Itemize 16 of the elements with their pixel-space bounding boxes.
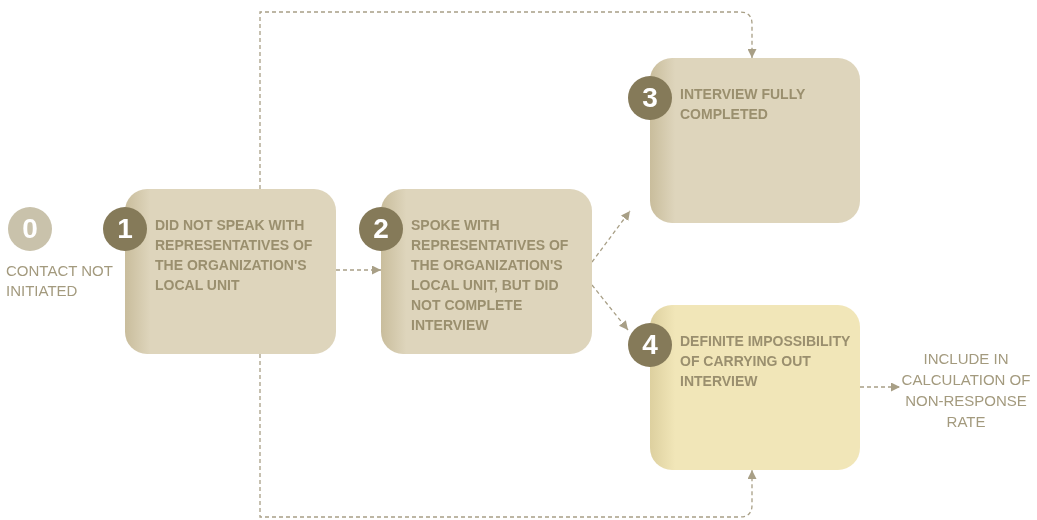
number-badge: 1 bbox=[103, 207, 147, 251]
dashed-arrow bbox=[259, 11, 757, 190]
number-badge: 3 bbox=[628, 76, 672, 120]
step-text: SPOKE WITH REPRESENTATIVES OF THE ORGANIZATION'S LOCAL UNIT, BUT DID NOT COMPLETE INTERVIEW bbox=[411, 216, 570, 335]
dashed-arrow bbox=[591, 284, 629, 331]
dashed-arrow bbox=[859, 382, 901, 392]
dashed-arrow bbox=[591, 210, 631, 263]
step-text: INTERVIEW FULLY COMPLETED bbox=[680, 85, 806, 124]
step-text: DEFINITE IMPOSSIBILITY OF CARRYING OUT INTERVIEW bbox=[680, 332, 852, 391]
number-badge: 4 bbox=[628, 323, 672, 367]
dashed-arrow bbox=[335, 265, 382, 275]
step-text: DID NOT SPEAK WITH REPRESENTATIVES OF THE ORGANIZATION'S LOCAL UNIT bbox=[155, 216, 314, 295]
dashed-arrow bbox=[259, 353, 757, 518]
node-caption: CONTACT NOT INITIATED bbox=[6, 261, 114, 301]
number-badge: 2 bbox=[359, 207, 403, 251]
outcome-text: INCLUDE IN CALCULATION OF NON-RESPONSE RATE bbox=[900, 348, 1032, 438]
